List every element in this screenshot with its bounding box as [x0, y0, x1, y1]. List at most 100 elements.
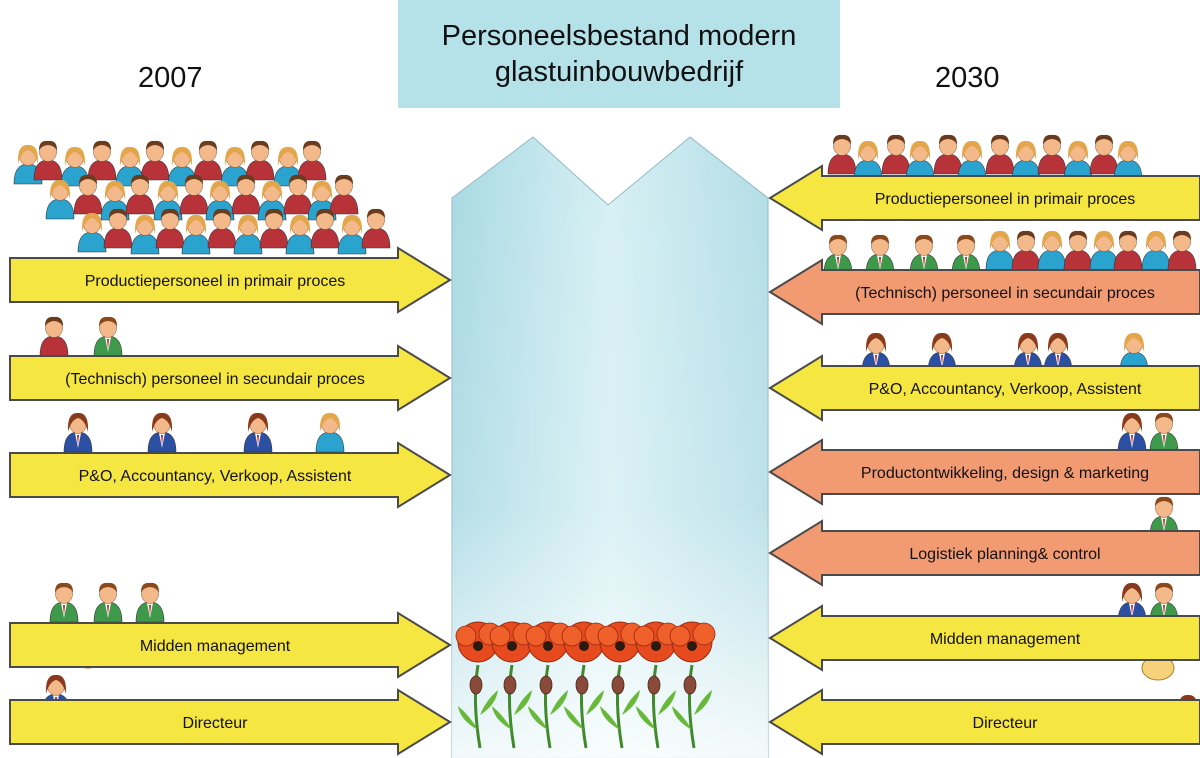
- arrow-label: P&O, Accountancy, Verkoop, Assistent: [79, 468, 352, 485]
- person-icon: [1011, 230, 1041, 271]
- person-icon: [1063, 230, 1093, 271]
- manager-icon: [865, 234, 895, 275]
- person-icon: [115, 146, 145, 187]
- arrow-left-1: Productiepersoneel in primair proces: [9, 246, 452, 314]
- person-icon: [905, 140, 935, 181]
- person-icon: [1063, 140, 1093, 181]
- arrow-shape: [768, 519, 1200, 587]
- arrow-label: Productiepersoneel in primair proces: [85, 273, 346, 290]
- center-column: [451, 136, 769, 758]
- arrow-label: Midden management: [140, 638, 291, 655]
- manager-icon: [135, 582, 165, 623]
- arrow-shape: [9, 441, 452, 509]
- person-icon: [957, 140, 987, 181]
- manager-icon: [1117, 412, 1147, 453]
- person-icon: [103, 208, 133, 249]
- arrow-right-7: Directeur: [768, 688, 1200, 756]
- arrow-label: Logistiek planning& control: [909, 546, 1100, 563]
- person-icon: [207, 208, 237, 249]
- person-icon: [125, 174, 155, 215]
- person-icon: [1037, 230, 1067, 271]
- arrow-right-1: Productiepersoneel in primair proces: [768, 164, 1200, 232]
- arrow-shape: [768, 604, 1200, 672]
- arrow-shape: [9, 611, 452, 679]
- arrow-shape: [768, 164, 1200, 232]
- title-box: Personeelsbestand modern glastuinbouwbed…: [398, 0, 840, 108]
- arrow-left-4: Midden management: [9, 611, 452, 679]
- person-icon: [337, 214, 367, 255]
- manager-icon: [93, 316, 123, 357]
- arrow-label: Productiepersoneel in primair proces: [875, 191, 1136, 208]
- person-icon: [245, 140, 275, 181]
- arrow-shape: [768, 258, 1200, 326]
- arrow-left-3: P&O, Accountancy, Verkoop, Assistent: [9, 441, 452, 509]
- arrow-right-2: (Technisch) personeel in secundair proce…: [768, 258, 1200, 326]
- poppy-flower-icon: [669, 621, 716, 749]
- poppy-flower-icon: [597, 621, 644, 749]
- person-icon: [33, 140, 63, 181]
- arrow-shape: [768, 438, 1200, 506]
- manager-icon: [63, 412, 93, 453]
- arrow-shape: [9, 344, 452, 412]
- year-right: 2030: [935, 62, 1000, 94]
- manager-icon: [823, 234, 853, 275]
- arrow-label: Directeur: [973, 715, 1039, 732]
- person-icon: [45, 179, 75, 220]
- person-icon: [1113, 140, 1143, 181]
- arrow-shape: [768, 354, 1200, 422]
- manager-icon: [1149, 412, 1179, 453]
- arrow-right-4: Productontwikkeling, design & marketing: [768, 438, 1200, 506]
- person-icon: [140, 140, 170, 181]
- person-icon: [60, 146, 90, 187]
- year-left: 2007: [138, 62, 203, 94]
- arrow-left-2: (Technisch) personeel in secundair proce…: [9, 344, 452, 412]
- person-icon: [881, 134, 911, 175]
- manager-icon: [147, 412, 177, 453]
- person-icon: [73, 174, 103, 215]
- arrow-label: Midden management: [930, 631, 1081, 648]
- person-icon: [985, 134, 1015, 175]
- arrow-label: Directeur: [183, 715, 249, 732]
- arrow-shape: [768, 688, 1200, 756]
- person-icon: [181, 214, 211, 255]
- manager-icon: [49, 582, 79, 623]
- poppy-flower-icon: [525, 621, 572, 749]
- person-icon: [39, 316, 69, 357]
- person-icon: [315, 412, 345, 453]
- person-icon: [1089, 230, 1119, 271]
- arrow-label: (Technisch) personeel in secundair proce…: [855, 285, 1155, 302]
- arrow-right-6: Midden management: [768, 604, 1200, 672]
- manager-icon: [951, 234, 981, 275]
- person-icon: [361, 208, 391, 249]
- title-line-1: Personeelsbestand modern: [441, 20, 797, 52]
- flower-bed: [455, 621, 716, 749]
- person-icon: [285, 214, 315, 255]
- arrow-right-3: P&O, Accountancy, Verkoop, Assistent: [768, 354, 1200, 422]
- person-icon: [297, 140, 327, 181]
- person-icon: [1011, 140, 1041, 181]
- manager-icon: [93, 582, 123, 623]
- arrow-label: P&O, Accountancy, Verkoop, Assistent: [869, 381, 1142, 398]
- person-icon: [933, 134, 963, 175]
- manager-icon: [909, 234, 939, 275]
- person-icon: [853, 140, 883, 181]
- person-icon: [985, 230, 1015, 271]
- arrow-left-5: Directeur: [9, 688, 452, 756]
- arrow-shape: [9, 688, 452, 756]
- person-icon: [87, 140, 117, 181]
- person-icon: [193, 140, 223, 181]
- poppy-flower-icon: [489, 621, 536, 749]
- person-icon: [155, 208, 185, 249]
- person-icon: [77, 212, 107, 253]
- person-icon: [310, 208, 340, 249]
- person-icon: [1089, 134, 1119, 175]
- person-icon: [1141, 230, 1171, 271]
- arrow-shape: [9, 246, 452, 314]
- person-icon: [1167, 230, 1197, 271]
- arrow-label: (Technisch) personeel in secundair proce…: [65, 371, 365, 388]
- person-icon: [179, 174, 209, 215]
- person-icon: [130, 214, 160, 255]
- person-icon: [283, 174, 313, 215]
- person-icon: [233, 214, 263, 255]
